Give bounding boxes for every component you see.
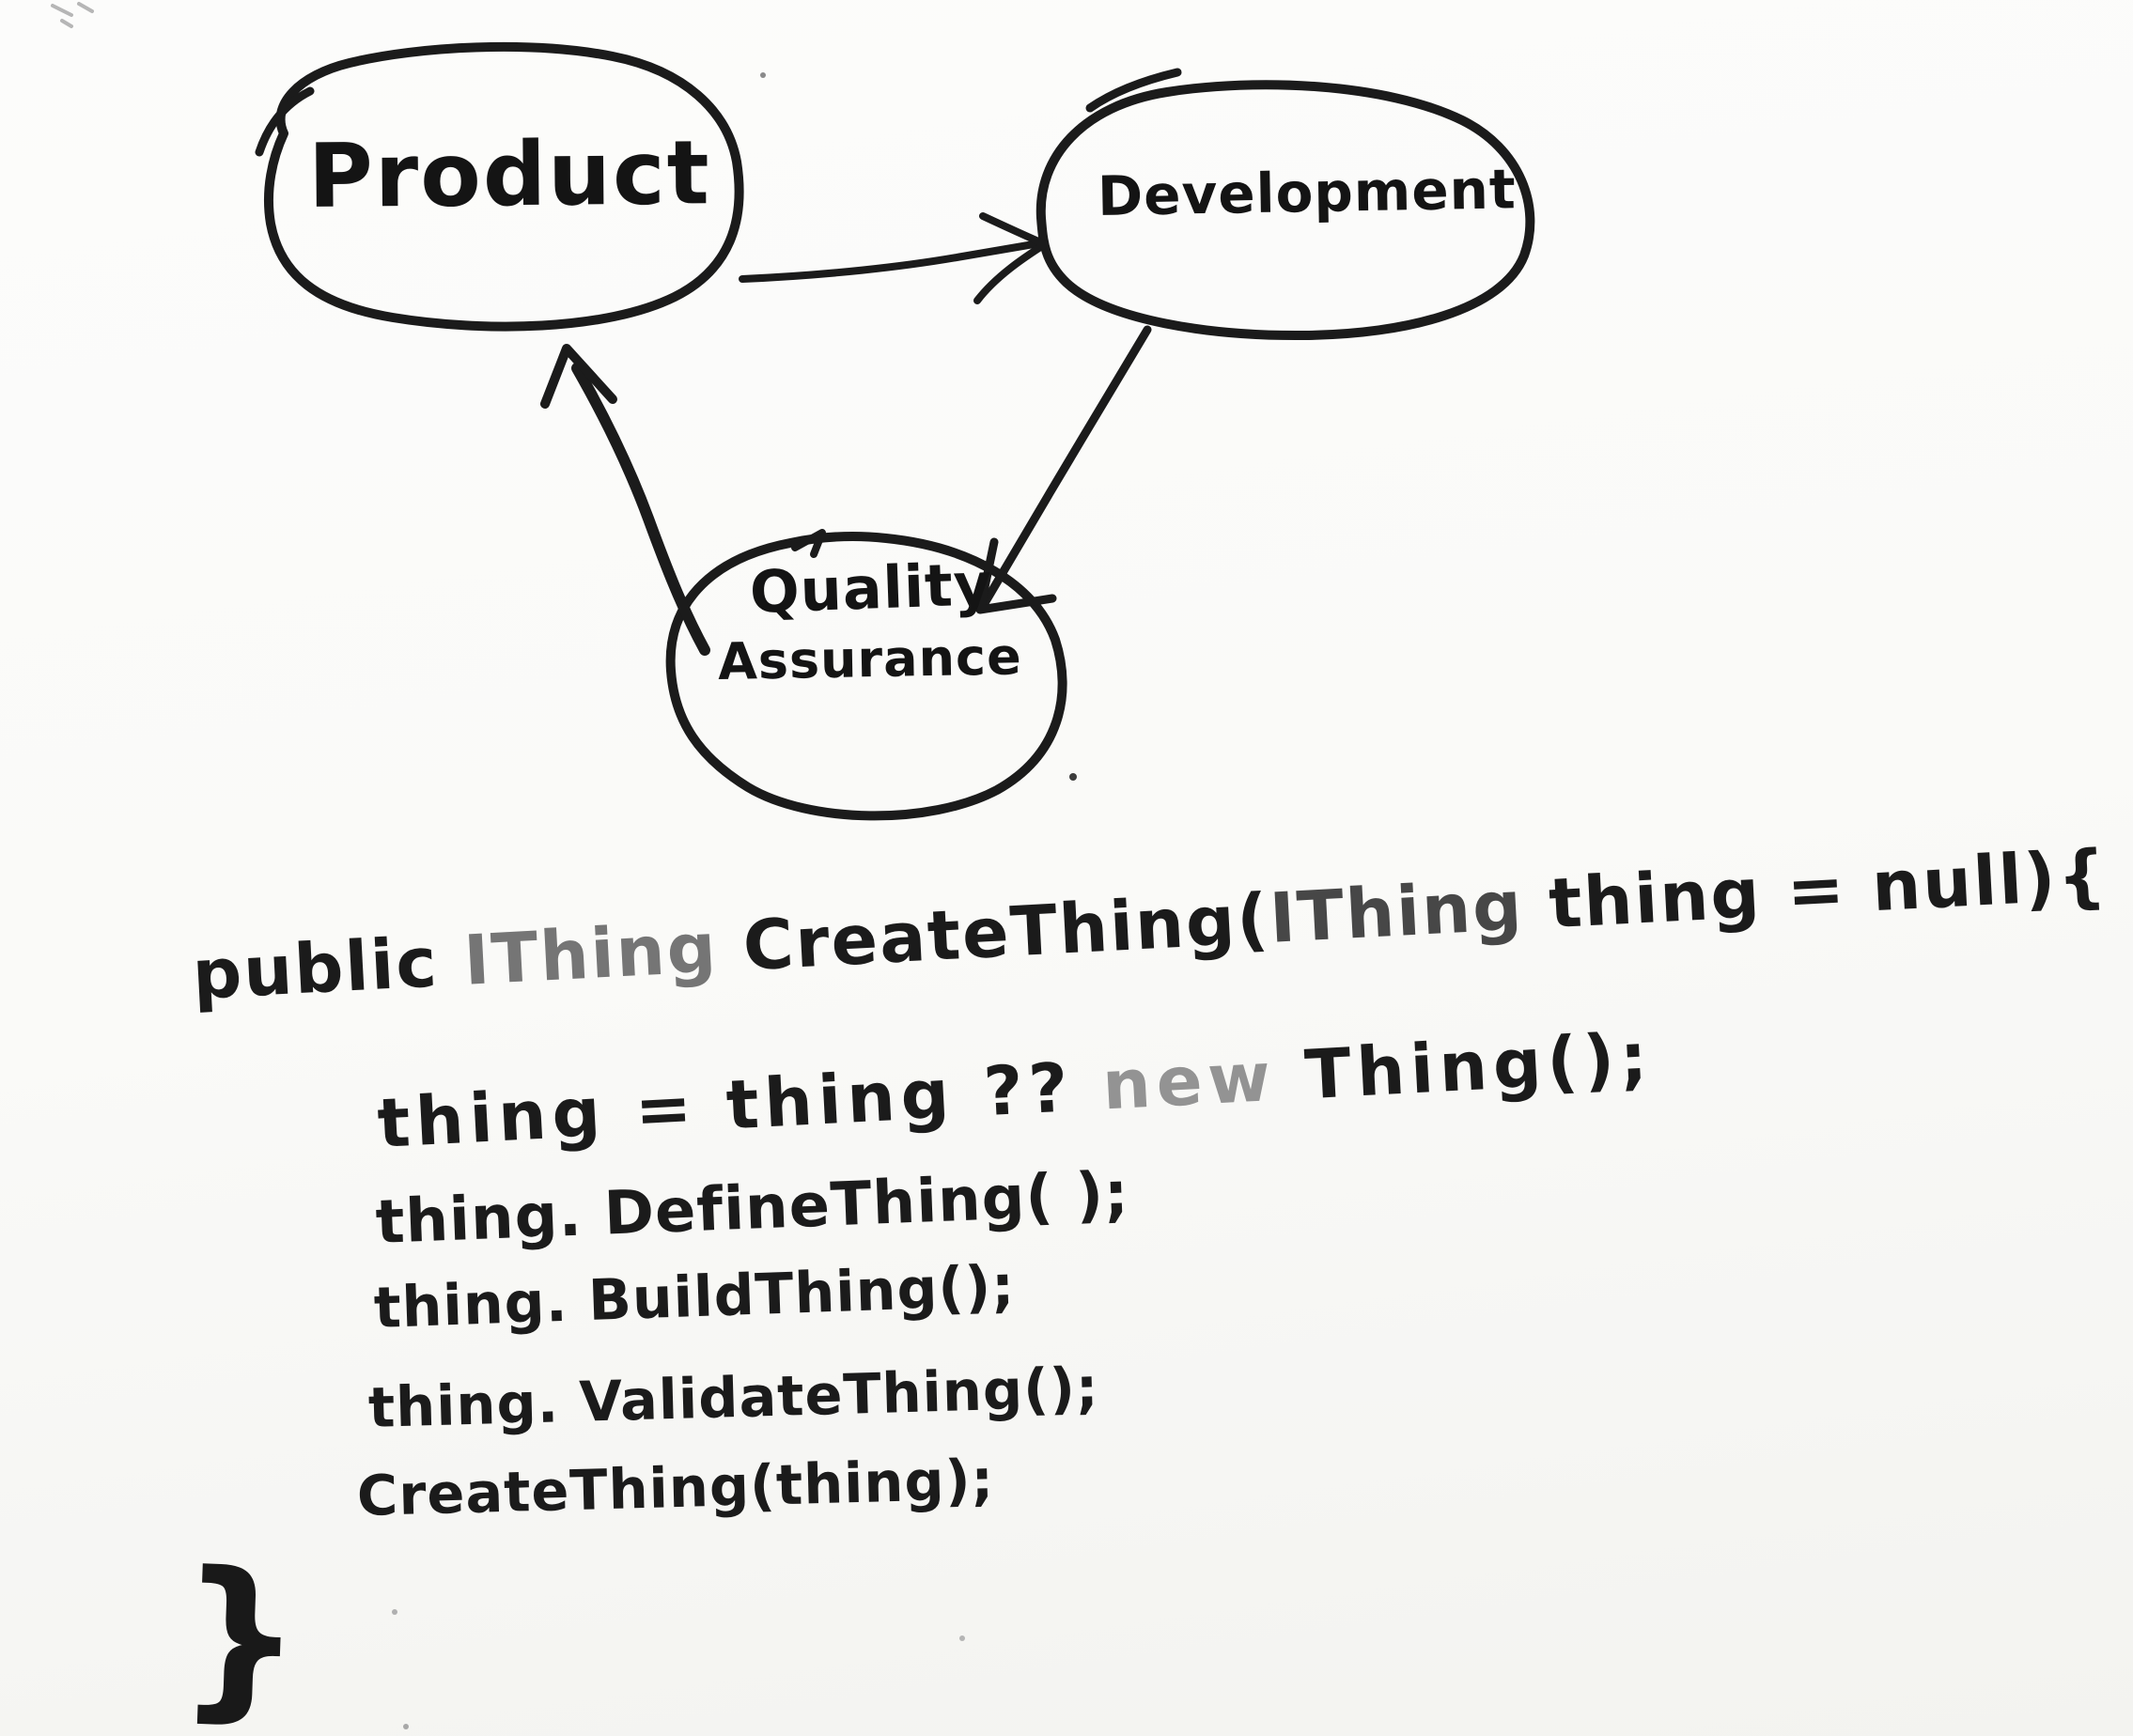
node-label-product: Product xyxy=(307,122,712,228)
node-quality-assurance-shape xyxy=(665,531,1067,821)
node-quality-assurance-pen-spur xyxy=(791,529,826,558)
arrow-development-to-qa-head xyxy=(975,537,1057,614)
code-seg: IThing xyxy=(461,907,746,1001)
code-seg: IThing xyxy=(1268,865,1526,959)
arrow-product-to-development-head xyxy=(973,212,1049,304)
ink-dot xyxy=(403,1724,409,1729)
node-label-assurance: Assurance xyxy=(717,627,1023,691)
ink-dot xyxy=(392,1609,397,1615)
node-product-pen-spur xyxy=(255,86,315,157)
board-specks xyxy=(51,2,1077,1729)
node-development-shape xyxy=(1035,80,1535,341)
ink-dot xyxy=(760,72,766,78)
corner-smudge xyxy=(51,2,94,28)
code-seg: public xyxy=(190,921,467,1015)
arrow-qa-to-product-shaft xyxy=(571,363,710,656)
code-seg: ( xyxy=(1234,878,1272,961)
arrow-development-to-qa-shaft xyxy=(980,325,1152,608)
node-label-quality: Quality xyxy=(748,550,994,627)
ink-dot xyxy=(959,1635,965,1641)
code-line-6: CreateThing(thing); xyxy=(356,1447,995,1528)
arrow-product-to-development-shaft xyxy=(739,240,1043,283)
closing-brace: } xyxy=(175,1533,306,1736)
arrow-qa-to-product-head xyxy=(540,344,617,409)
node-development-pen-hook xyxy=(1085,68,1182,113)
node-label-development: Development xyxy=(1097,157,1518,228)
ink-dot xyxy=(1069,773,1077,781)
node-product-shape xyxy=(264,41,744,332)
code-seg: new xyxy=(1100,1035,1307,1125)
